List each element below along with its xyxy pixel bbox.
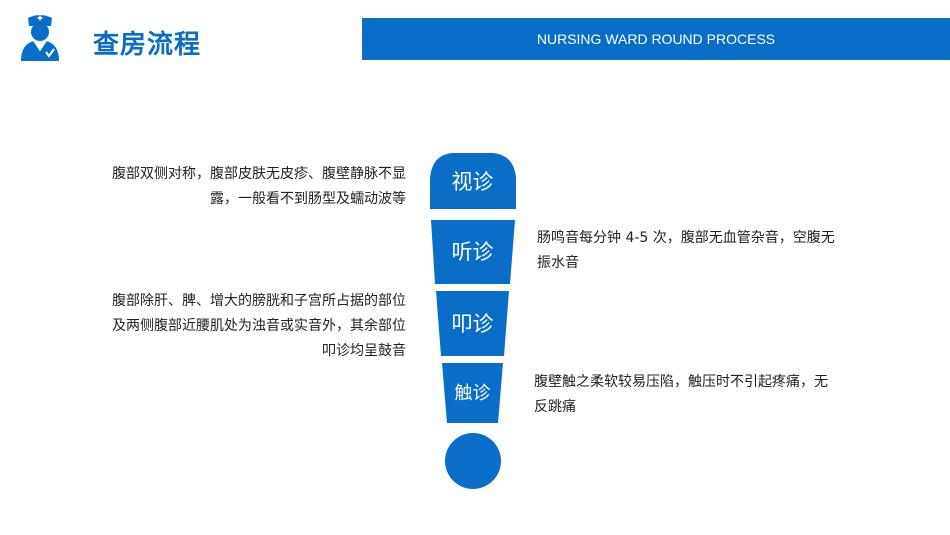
segment-visual-shape bbox=[430, 153, 516, 209]
step-description-listen: 肠鸣音每分钟 4-5 次，腹部无血管杂音，空腹无振水音 bbox=[537, 230, 835, 271]
step-label-percuss: 叩诊 bbox=[451, 312, 494, 336]
nurse-icon bbox=[21, 15, 59, 61]
step-label-palpate: 触诊 bbox=[454, 383, 491, 404]
exclamation-dot bbox=[445, 433, 501, 489]
segment-listen-shape bbox=[431, 220, 515, 284]
step-description-palpate: 腹壁触之柔软较易压陷，触压时不引起疼痛，无反跳痛 bbox=[534, 374, 828, 415]
segment-palpate-shape bbox=[442, 363, 503, 423]
step-label-listen: 听诊 bbox=[451, 240, 494, 264]
step-description-percuss: 腹部除肝、脾、增大的膀胱和子宫所占据的部位及两侧腹部近腰肌处为浊音或实音外，其余… bbox=[112, 293, 406, 359]
header-banner: NURSING WARD ROUND PROCESS bbox=[362, 18, 950, 60]
page-title: 查房流程 bbox=[93, 30, 202, 60]
step-description-visual: 腹部双侧对称，腹部皮肤无皮疹、腹壁静脉不显露，一般看不到肠型及蠕动波等 bbox=[112, 166, 406, 207]
step-label-visual: 视诊 bbox=[451, 170, 494, 194]
exclamation-graphic bbox=[430, 153, 516, 489]
segment-percuss-shape bbox=[436, 291, 509, 356]
